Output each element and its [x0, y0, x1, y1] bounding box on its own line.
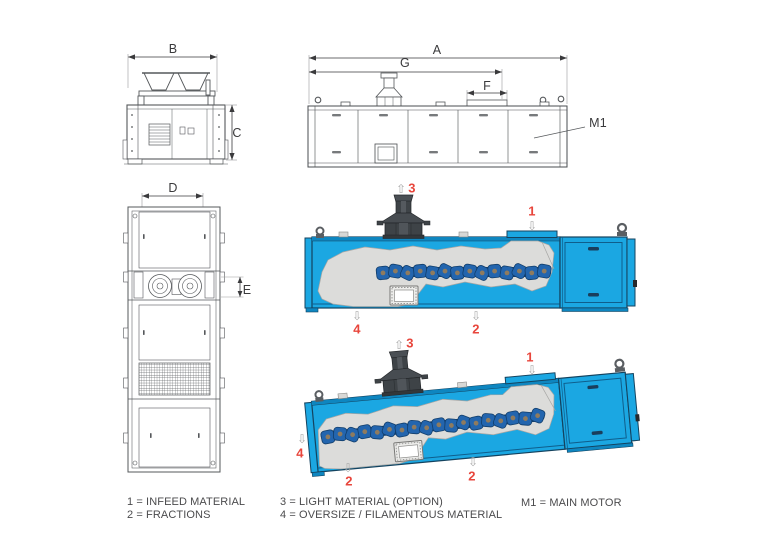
aspiration-stack-outline: [375, 72, 403, 107]
flow-label-fractions: 2: [468, 468, 476, 484]
dim-label-G: G: [400, 55, 410, 70]
flow-arrow-down-icon: ⇩: [526, 219, 538, 233]
flow-arrow-up-icon: ⇧: [393, 338, 405, 352]
front-grille: [148, 123, 171, 146]
flow-arrow-down-icon: ⇩: [470, 309, 482, 323]
machine-inclined-view: [303, 329, 643, 478]
flow-arrow-down-icon: ⇩: [342, 461, 354, 475]
inspection-window: [389, 285, 419, 306]
dim-C: [226, 104, 237, 161]
main-motor-label: M1: [589, 115, 607, 130]
dim-label-C: C: [232, 125, 242, 140]
front-body: [122, 104, 229, 165]
flow-label-infeed: 1: [528, 203, 536, 219]
dim-B: [127, 54, 218, 92]
side-hatch: [374, 143, 398, 164]
plan-body: [123, 206, 225, 473]
flow-arrow-down-icon: ⇩: [526, 363, 538, 377]
flow-arrow-down-icon: ⇩: [296, 432, 308, 446]
flow-label-infeed: 1: [526, 349, 534, 365]
side-top-fixtures: [314, 72, 565, 107]
flow-arrow-down-icon: ⇩: [467, 455, 479, 469]
legend-item-main-motor: M1 = MAIN MOTOR: [521, 497, 622, 509]
flow-label-fractions: 2: [345, 473, 353, 489]
plan-slots: [143, 234, 206, 438]
star-screen-shaft: [320, 407, 546, 445]
dim-E: [221, 276, 244, 298]
top-view-drawing: [123, 193, 244, 473]
legend-item-infeed: 1 = INFEED MATERIAL: [127, 496, 246, 508]
plan-screen-mesh: [138, 362, 211, 396]
star-screen-shaft: [375, 263, 552, 281]
dim-G: [309, 69, 503, 99]
inspection-window: [393, 439, 424, 463]
dim-A: [308, 55, 568, 104]
side-body: [307, 105, 568, 168]
dim-label-E: E: [242, 282, 252, 297]
flow-label-light: 3: [406, 335, 414, 351]
legend-item-oversize: 4 = OVERSIZE / FILAMENTOUS MATERIAL: [280, 509, 503, 521]
dim-label-F: F: [483, 78, 491, 93]
flow-label-oversize: 4: [296, 445, 304, 461]
flow-arrow-up-icon: ⇧: [395, 182, 407, 196]
dim-label-B: B: [168, 41, 178, 56]
machine-horizontal-view: [304, 193, 638, 313]
flow-label-light: 3: [408, 180, 416, 196]
flow-label-oversize: 4: [353, 321, 361, 337]
m1-leader-line: [533, 126, 586, 139]
dim-label-D: D: [168, 180, 178, 195]
dim-D: [141, 193, 204, 207]
legend-item-light: 3 = LIGHT MATERIAL (OPTION): [280, 496, 443, 508]
plan-motor-section: [128, 270, 220, 301]
flow-arrow-down-icon: ⇩: [351, 309, 363, 323]
front-bolts: [131, 114, 220, 152]
front-hoppers: [137, 72, 216, 106]
dim-label-A: A: [432, 42, 442, 57]
side-view-drawing: [307, 55, 586, 168]
flow-label-fractions: 2: [472, 321, 480, 337]
front-view-drawing: [122, 54, 237, 165]
legend-item-fractions: 2 = FRACTIONS: [127, 509, 211, 521]
dim-F: [466, 90, 508, 100]
machine-top-fixtures: [314, 193, 629, 240]
